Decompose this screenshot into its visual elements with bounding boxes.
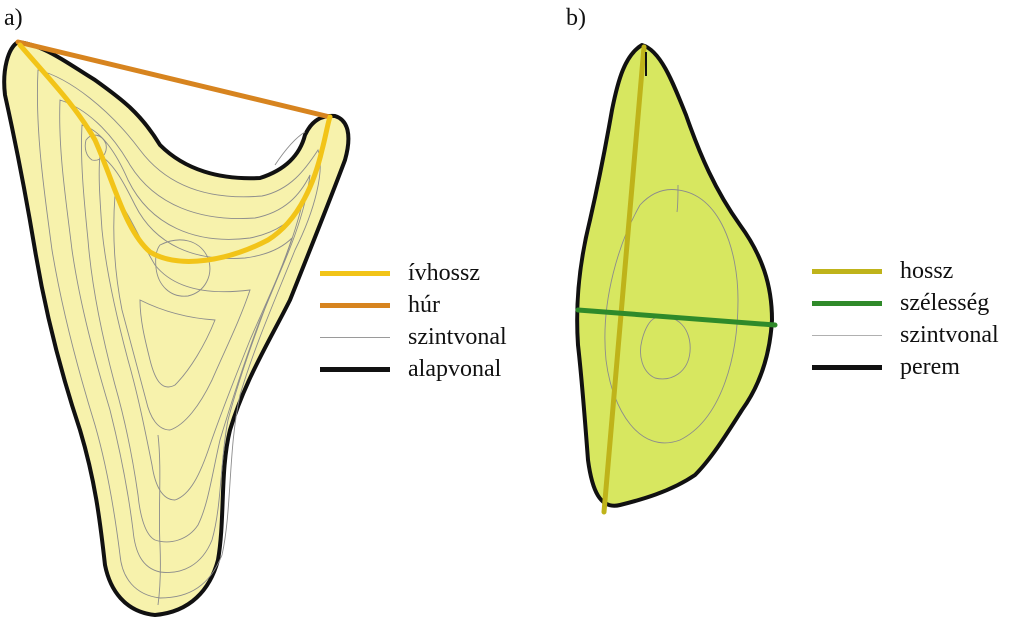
contour-line xyxy=(113,193,251,431)
legend-a: ívhossz húr szintvonal alapvonal xyxy=(320,258,560,398)
legend-item-hossz: hossz xyxy=(812,256,953,286)
contour-line xyxy=(139,299,216,388)
contour-line xyxy=(59,99,311,573)
contour-line xyxy=(604,189,739,444)
legend-swatch xyxy=(320,302,390,308)
legend-item-perem: perem xyxy=(812,352,960,382)
length-line xyxy=(601,44,647,515)
legend-item-alapvonal: alapvonal xyxy=(320,354,501,384)
contour-line xyxy=(81,124,303,543)
legend-label: szélesség xyxy=(900,289,990,316)
contour-lines-b xyxy=(604,184,739,444)
arc-length-line xyxy=(17,42,333,264)
legend-label: húr xyxy=(408,291,440,318)
contour-lines-a xyxy=(36,69,321,606)
contour-line xyxy=(640,316,691,380)
legend-swatch xyxy=(812,364,882,370)
legend-label: szintvonal xyxy=(900,321,999,348)
contour-line xyxy=(676,184,679,213)
contour-line xyxy=(155,239,211,297)
landform-b-outline xyxy=(575,43,774,508)
legend-swatch xyxy=(320,336,390,338)
legend-swatch xyxy=(812,334,882,336)
legend-b: hossz szélesség szintvonal perem xyxy=(812,256,1024,396)
legend-item-hur: húr xyxy=(320,290,440,320)
legend-item-szelesseg: szélesség xyxy=(812,288,989,318)
legend-label: szintvonal xyxy=(408,323,507,350)
legend-swatch xyxy=(320,270,390,276)
panel-a-figure xyxy=(2,39,351,617)
panel-a-label: a) xyxy=(4,5,23,31)
contour-line xyxy=(157,434,161,606)
legend-swatch xyxy=(320,366,390,372)
contour-line xyxy=(36,69,321,599)
chord-line xyxy=(15,39,333,120)
landform-a-outline xyxy=(2,40,351,617)
contour-line xyxy=(274,131,306,166)
width-line xyxy=(575,307,778,328)
legend-swatch xyxy=(812,300,882,306)
legend-swatch xyxy=(812,268,882,274)
legend-label: perem xyxy=(900,353,960,380)
panel-b-figure xyxy=(575,43,778,515)
legend-item-szintvonal: szintvonal xyxy=(320,322,507,352)
legend-item-szintvonal: szintvonal xyxy=(812,320,999,350)
panel-b-label: b) xyxy=(566,5,586,31)
legend-label: alapvonal xyxy=(408,355,502,382)
legend-label: ívhossz xyxy=(408,259,480,286)
legend-label: hossz xyxy=(900,257,954,284)
legend-item-ivhossz: ívhossz xyxy=(320,258,480,288)
